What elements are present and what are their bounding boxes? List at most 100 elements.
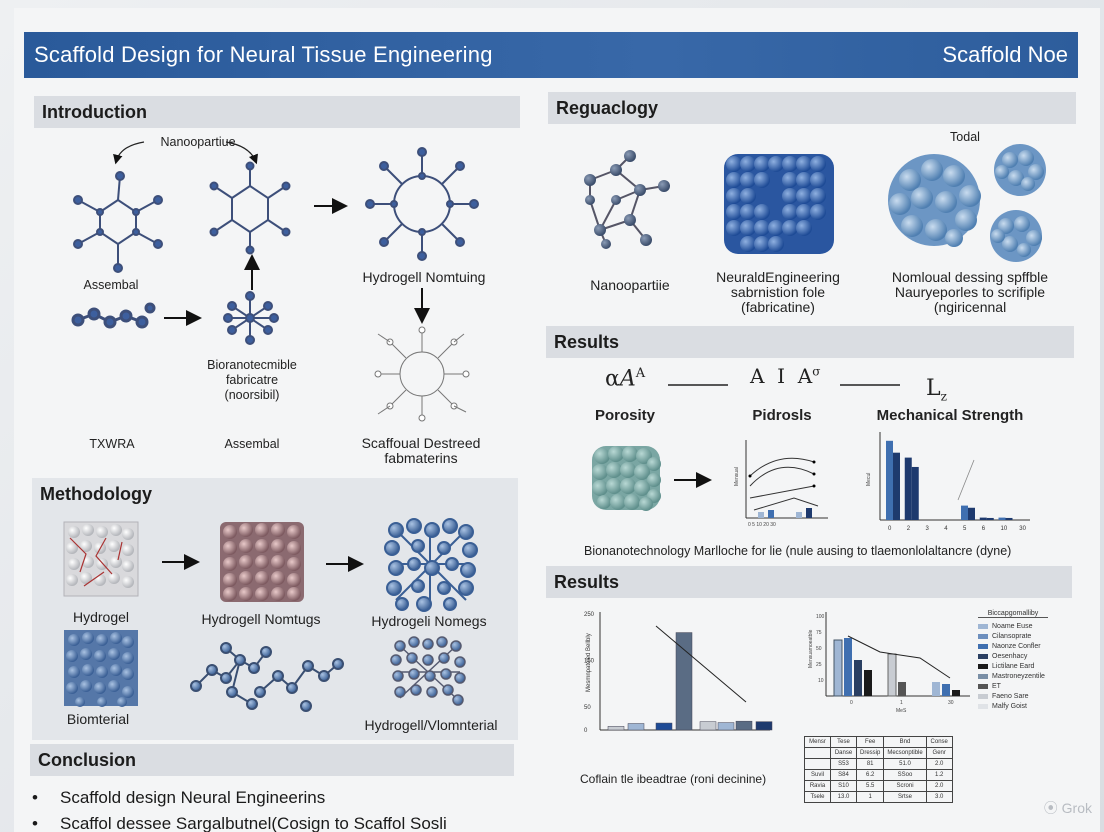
biomaterial-cube — [64, 630, 138, 707]
mech-tick-label: 2 — [907, 526, 911, 532]
svg-text:50: 50 — [816, 646, 822, 652]
svg-text:30: 30 — [948, 700, 954, 706]
formula-3: Lz — [926, 376, 947, 404]
section-results-2: Results — [546, 566, 1072, 598]
conclusion-bullet-1: •Scaffold design Neural Engineerins — [32, 788, 326, 807]
legend-item: Cilansoprate — [978, 631, 1048, 641]
res2-tick-label: 0 — [584, 728, 588, 734]
res2-bar — [655, 722, 673, 731]
intro-scaffold-label: Scaffoual Destreed fabmaterins — [361, 435, 481, 466]
method-hydrogel-nomtugs-label: Hydrogell Nomtugs — [201, 611, 321, 627]
regulatory-diagram — [584, 144, 1046, 262]
res2-tick-label: 250 — [584, 612, 595, 618]
mech-bar — [886, 440, 893, 520]
molecule-3 — [365, 147, 479, 261]
reg-total-label: Todal — [950, 130, 980, 144]
section-regulatory: Reguaclogy — [548, 92, 1076, 124]
svg-text:Mesmnpatoled Bellbly: Mesmnpatoled Bellbly — [586, 633, 592, 692]
conclusion-bullet-2: •Scaffol dessee Sargalbutnel(Cosign to S… — [32, 814, 447, 832]
molecule-1 — [73, 171, 163, 273]
mech-tick-label: 6 — [982, 526, 986, 532]
section-introduction: Introduction — [34, 96, 520, 128]
legend-item: Malfy Goist — [978, 701, 1048, 711]
svg-text:1: 1 — [900, 700, 903, 706]
mechanical-strength-chart: 0 2 3 4 5 6 10 30 Mecul — [866, 432, 1030, 532]
title-bar: Scaffold Design for Neural Tissue Engine… — [24, 32, 1078, 78]
results2-caption: Coflain tle ibeadtrae (roni decinine) — [580, 772, 767, 786]
intro-assembal-label: Assembal — [83, 278, 139, 292]
legend-title: Biccapgomalliby — [978, 610, 1048, 618]
hydrogel-cube — [63, 521, 139, 597]
legend-item: Naonze Confler — [978, 641, 1048, 651]
chain-molecule — [71, 302, 156, 329]
intro-hydrogel-label: Hydrogell Nomtuing — [362, 269, 486, 285]
section-methodology: Methodology — [40, 483, 152, 504]
legend-item: Oesenhacy — [978, 651, 1048, 661]
page-title: Scaffold Design for Neural Tissue Engine… — [34, 42, 493, 67]
mech-bar — [986, 517, 994, 520]
mech-bar — [911, 466, 919, 520]
mech-bar — [1005, 517, 1013, 520]
mech-bar — [968, 507, 975, 520]
pidrosls-line-chart: Mensual 0 5 10 20 30 — [734, 440, 828, 528]
dense-sphere-block — [724, 154, 834, 254]
method-hydrogel-vlom-label: Hydrogell/Vlomnterial — [364, 717, 498, 733]
results-porosity-label: Porosity — [594, 407, 655, 424]
mech-tick-label: 10 — [1001, 526, 1008, 532]
mech-tick-label: 0 — [888, 526, 892, 532]
res2-bar — [675, 632, 693, 731]
results-mechanical-label: Mechanical Strength — [876, 407, 1024, 424]
res2-bar — [699, 721, 717, 731]
polymer-chains — [190, 642, 344, 712]
res2-tick-label: 50 — [584, 705, 591, 711]
dendrimer — [374, 326, 470, 422]
method-biomterial-label: Biomterial — [66, 711, 130, 727]
svg-text:100: 100 — [816, 614, 825, 620]
svg-text:0 5 10 20 30: 0 5 10 20 30 — [748, 522, 776, 528]
reg-nanoparticle-label: Nanoopartiie — [590, 277, 670, 293]
results-legend: Biccapgomalliby Noame Euse Cilansoprate … — [978, 610, 1048, 711]
small-sphere-clusters — [990, 144, 1046, 262]
blue-network-cube — [384, 518, 478, 612]
mech-tick-label: 3 — [926, 526, 930, 532]
svg-text:Mensual: Mensual — [734, 467, 740, 486]
svg-text:75: 75 — [816, 630, 822, 636]
intro-diagram — [71, 141, 479, 422]
methodology-diagram — [63, 518, 478, 712]
res2-bar — [607, 726, 625, 731]
svg-text:MeS: MeS — [896, 708, 907, 714]
molecule-2 — [209, 161, 291, 255]
mech-tick-label: 4 — [944, 526, 948, 532]
legend-item: Noame Euse — [978, 621, 1048, 631]
res2-bar — [717, 722, 735, 731]
pink-sphere-cube — [220, 522, 304, 602]
formula-line-2 — [840, 384, 900, 386]
intro-nanoparticle-label: Nanoopartiue — [160, 135, 236, 149]
method-hydrogel-nomegs-label: Hydrogeli Nomegs — [371, 613, 487, 629]
mech-bar — [961, 505, 968, 520]
mech-tick-label: 5 — [963, 526, 967, 532]
formula-2: A I Aσ — [750, 364, 821, 388]
mech-tick-label: 30 — [1019, 526, 1026, 532]
intro-biomaterial-label: Bioranotecmible fabricatre (noorsibil) — [207, 358, 297, 402]
reg-neural-label: NeuraldEngineering sabrnistion fole (fab… — [716, 269, 840, 315]
res2-bar — [627, 723, 645, 731]
formula-line-1 — [668, 384, 728, 386]
legend-item: ET — [978, 681, 1048, 691]
ball-stick-model — [584, 150, 670, 249]
hydrogel-biomaterial-network — [390, 636, 466, 706]
mech-bar — [979, 517, 987, 520]
porous-sphere-cluster — [888, 154, 981, 247]
svg-text:10: 10 — [818, 678, 824, 684]
legend-item: Lictilane Eard — [978, 661, 1048, 671]
legend-item: Faeno Sare — [978, 691, 1048, 701]
title-right: Scaffold Noe — [942, 42, 1068, 67]
svg-text:0: 0 — [850, 700, 853, 706]
svg-text:Mensuamoeatble: Mensuamoeatble — [808, 629, 814, 668]
porosity-figure — [592, 446, 712, 511]
mech-bar — [998, 517, 1006, 520]
svg-text:Mecul: Mecul — [866, 473, 872, 486]
